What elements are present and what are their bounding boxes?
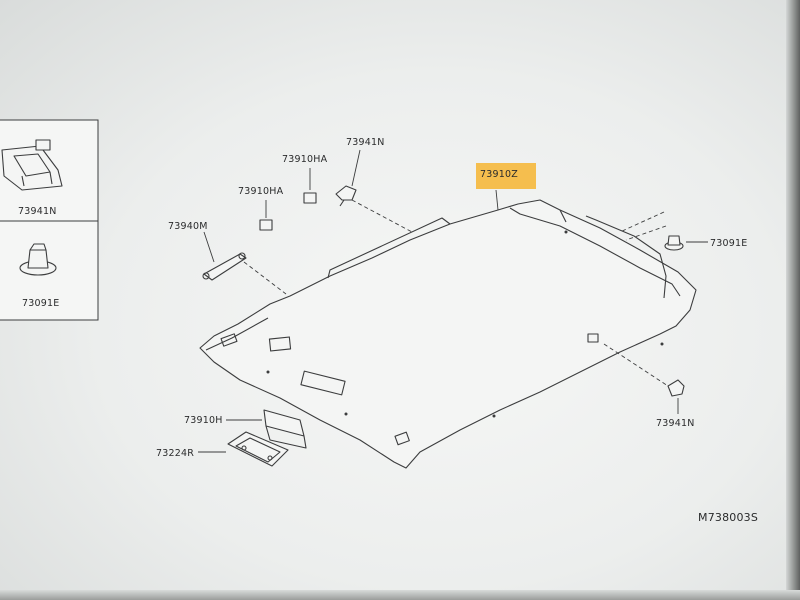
monitor-bezel-bottom (0, 590, 800, 600)
clip-73091E-icon-right (664, 235, 684, 251)
callout-73940M[interactable]: 73940M (168, 221, 208, 232)
pad-73910HA-lower (259, 219, 273, 231)
callout-highlight-73910Z (476, 163, 536, 189)
monitor-bezel-right (786, 0, 800, 600)
opening-small-left (220, 333, 238, 347)
clip-73941N-right-icon (667, 379, 685, 397)
opening-small-front (394, 431, 410, 446)
clip-73941N-top-icon (335, 185, 357, 207)
callout-73910Z[interactable]: 73910Z (480, 169, 518, 180)
legend-label-73941N: 73941N (18, 206, 57, 217)
clip-73941N-icon (1, 139, 63, 191)
opening-lamp (268, 336, 292, 352)
pad-right (587, 333, 599, 343)
callout-73910HA-upper[interactable]: 73910HA (282, 154, 328, 165)
assist-grip-73940M-icon (202, 252, 247, 281)
callout-73910H[interactable]: 73910H (184, 415, 223, 426)
callout-73941N-top[interactable]: 73941N (346, 137, 385, 148)
bracket-73224R-icon (227, 431, 289, 467)
legend-label-73091E: 73091E (22, 298, 59, 309)
pad-73910HA-upper (303, 192, 317, 204)
legend-box: 73941N 73091E (0, 119, 99, 321)
callout-73941N-right[interactable]: 73941N (656, 418, 695, 429)
callout-73224R[interactable]: 73224R (156, 448, 194, 459)
diagram-id: M738003S (698, 511, 758, 524)
opening-console (300, 370, 346, 396)
pad-73910H-icon (263, 409, 307, 449)
callout-73091E[interactable]: 73091E (710, 238, 747, 249)
headlining-73910Z (199, 199, 697, 469)
callout-73910HA-lower[interactable]: 73910HA (238, 186, 284, 197)
clip-73091E-icon (19, 243, 57, 276)
